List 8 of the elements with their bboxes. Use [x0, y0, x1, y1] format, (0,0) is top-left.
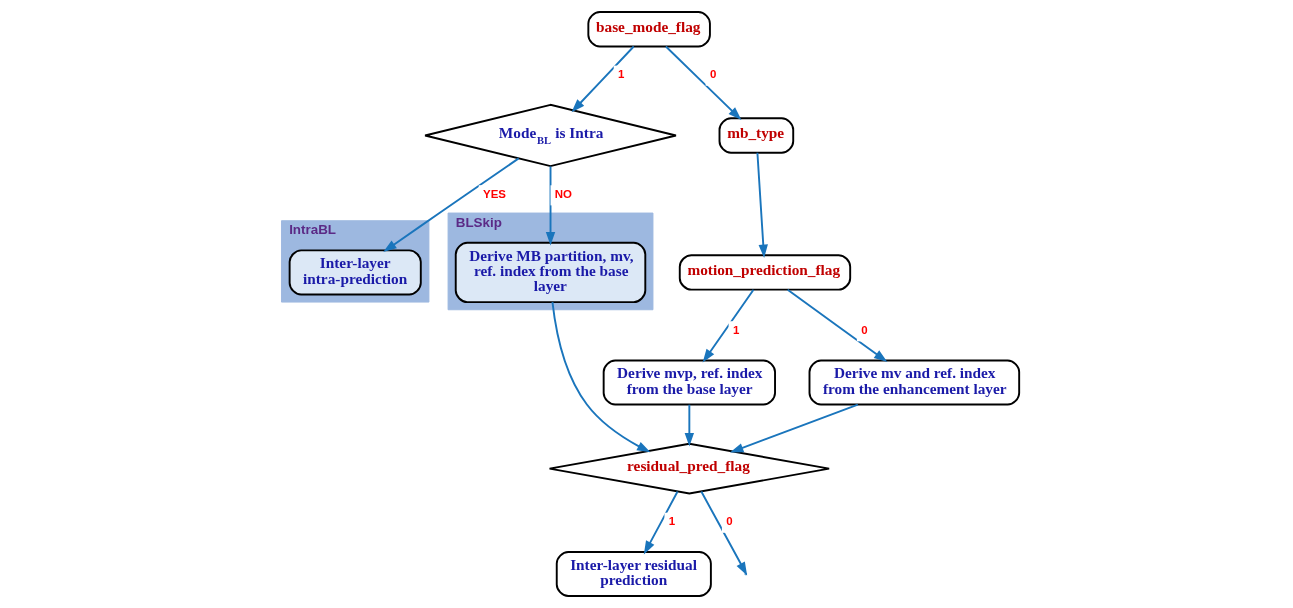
edge-label: 0 [726, 515, 733, 528]
edge-label: 0 [861, 323, 868, 336]
edge-label: 0 [709, 68, 717, 81]
edge-label: 1 [618, 68, 625, 81]
edge-label: 1 [732, 323, 740, 336]
edge-label: NO [554, 187, 573, 200]
edge-label: YES [483, 187, 506, 200]
edge-label: 1 [668, 515, 676, 528]
